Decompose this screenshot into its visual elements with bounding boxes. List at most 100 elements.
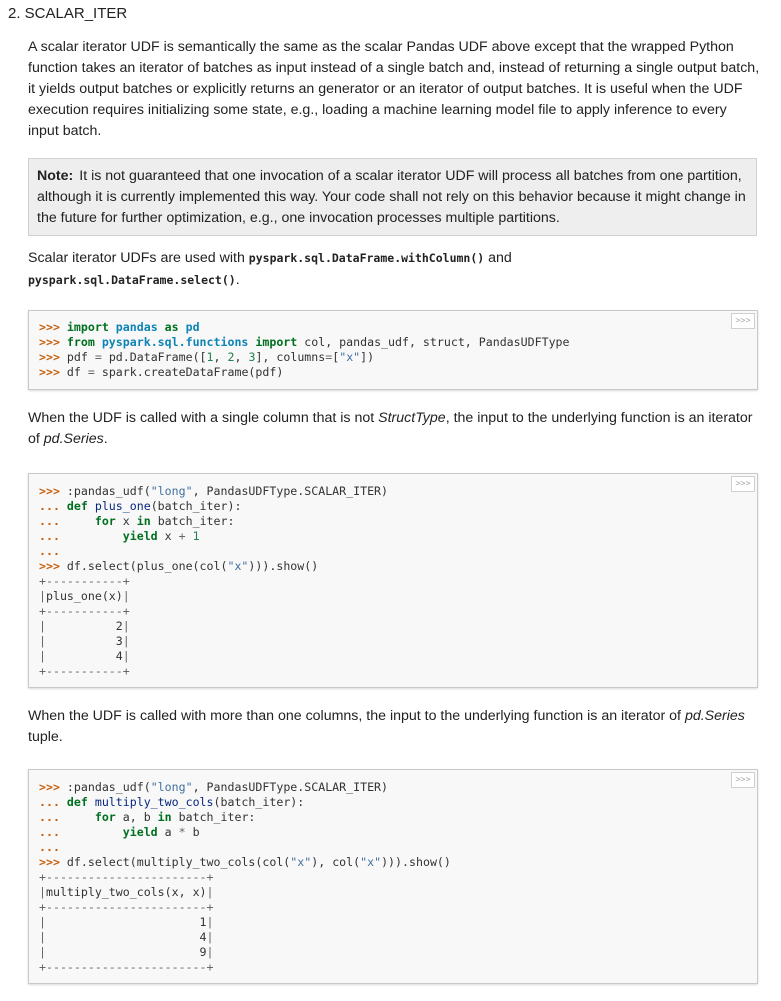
code-line: |plus_one(x)|: [39, 589, 130, 603]
code-line: ... yield a * b: [39, 825, 200, 839]
multi-column-paragraph: When the UDF is called with more than on…: [28, 706, 760, 748]
code-line: ... def plus_one(batch_iter):: [39, 499, 241, 513]
copy-prompt-button[interactable]: >>>: [731, 476, 755, 492]
single-middle: , the input to the underlying function i…: [28, 410, 753, 447]
code-token: col, pandas_udf, struct, PandasUDFType: [304, 335, 570, 349]
code-token: ...: [39, 810, 95, 824]
usage-prefix: Scalar iterator UDFs are used with: [28, 250, 245, 266]
code-token: =: [325, 350, 333, 364]
code-token: , PandasUDFType.SCALAR_ITER): [192, 484, 389, 498]
code-token: |: [39, 930, 200, 944]
code-line: >>> df.select(plus_one(col("x"))).show(): [39, 559, 318, 573]
code-line: +-----------------------+: [39, 900, 214, 914]
code-token: +-----------------------+: [39, 960, 214, 974]
withcolumn-link[interactable]: pyspark.sql.DataFrame.withColumn(): [248, 251, 485, 265]
code-token: ))).show(): [248, 559, 319, 573]
code-line: >>> import pandas as pd: [39, 320, 200, 334]
code-token: 4: [115, 649, 123, 663]
select-link[interactable]: pyspark.sql.DataFrame.select(): [28, 273, 236, 287]
code-line: >>> :pandas_udf("long", PandasUDFType.SC…: [39, 484, 388, 498]
code-token: |: [206, 915, 214, 929]
code-token: "x": [360, 855, 382, 869]
code-line: ...: [39, 544, 60, 558]
code-line: ...: [39, 840, 60, 854]
code-token: ...: [39, 795, 67, 809]
code-line: |multiply_two_cols(x, x)|: [39, 885, 214, 899]
intro-paragraph: A scalar iterator UDF is semantically th…: [28, 39, 760, 139]
code-content: >>> :pandas_udf("long", PandasUDFType.SC…: [29, 484, 757, 679]
usage-joiner: and: [488, 250, 512, 266]
code-token: |: [122, 589, 130, 603]
code-token: 1: [199, 915, 207, 929]
code-line: +-----------+: [39, 604, 130, 618]
code-token: "x": [227, 559, 249, 573]
code-line: ... def multiply_two_cols(batch_iter):: [39, 795, 304, 809]
code-token: +-----------+: [39, 574, 130, 588]
code-token: (batch_iter):: [213, 795, 305, 809]
code-token: ...: [39, 499, 67, 513]
code-token: *: [178, 825, 193, 839]
code-content: >>> import pandas as pd >>> from pyspark…: [29, 320, 757, 380]
code-line: | 9|: [39, 945, 214, 959]
section-heading: 2. SCALAR_ITER: [8, 5, 128, 22]
code-token: spark.createDataFrame(pdf): [101, 365, 284, 379]
code-token: ...: [39, 840, 60, 854]
code-token: import: [255, 335, 305, 349]
code-line: >>> df = spark.createDataFrame(pdf): [39, 365, 283, 379]
copy-prompt-button[interactable]: >>>: [731, 313, 755, 329]
code-token: as: [164, 320, 186, 334]
code-token: pdf: [66, 350, 95, 364]
code-token: >>>: [39, 320, 67, 334]
code-token: def: [66, 499, 95, 513]
code-block-setup: >>> >>> import pandas as pd >>> from pys…: [28, 310, 758, 390]
code-line: ... yield x + 1: [39, 529, 200, 543]
code-token: ,: [234, 350, 249, 364]
code-line: +-----------+: [39, 574, 130, 588]
code-token: x: [122, 514, 137, 528]
code-token: |: [206, 945, 214, 959]
code-token: b: [192, 825, 200, 839]
code-token: batch_iter:: [157, 514, 235, 528]
code-token: >>>: [39, 484, 67, 498]
code-token: pd: [185, 320, 200, 334]
code-token: in: [157, 810, 179, 824]
single-column-paragraph: When the UDF is called with a single col…: [28, 408, 760, 450]
code-token: ))).show(): [381, 855, 451, 869]
code-token: ...: [39, 529, 123, 543]
code-token: >>>: [39, 559, 67, 573]
code-line: ... for a, b in batch_iter:: [39, 810, 255, 824]
code-token: pd.DataFrame([: [108, 350, 207, 364]
usage-paragraph: Scalar iterator UDFs are used with pyspa…: [28, 247, 760, 291]
code-token: pandas: [115, 320, 165, 334]
code-token: multiply_two_cols(x, x): [45, 885, 207, 899]
single-suffix: .: [103, 431, 108, 447]
code-token: |: [39, 649, 116, 663]
code-token: plus_one(x): [45, 589, 123, 603]
note-text: It is not guaranteed that one invocation…: [37, 168, 746, 226]
code-token: |: [39, 945, 200, 959]
copy-prompt-button[interactable]: >>>: [731, 772, 755, 788]
multi-prefix: When the UDF is called with more than on…: [28, 708, 681, 724]
code-token: df.select(multiply_two_cols(col(: [66, 855, 291, 869]
code-token: +-----------------------+: [39, 870, 214, 884]
code-token: , PandasUDFType.SCALAR_ITER): [192, 780, 389, 794]
code-token: 9: [199, 945, 207, 959]
code-token: 2: [115, 619, 123, 633]
code-token: a: [164, 825, 179, 839]
code-token: |: [39, 634, 116, 648]
code-block-plus-one: >>> >>> :pandas_udf("long", PandasUDFTyp…: [28, 473, 758, 688]
code-token: :pandas_udf(: [66, 484, 151, 498]
code-token: "x": [339, 350, 361, 364]
code-token: |: [39, 885, 46, 899]
code-token: for: [94, 514, 123, 528]
code-token: ], columns: [255, 350, 326, 364]
code-token: plus_one: [94, 499, 151, 513]
code-line: | 3|: [39, 634, 130, 648]
code-token: yield: [122, 529, 165, 543]
code-token: multiply_two_cols: [94, 795, 214, 809]
code-line: | 1|: [39, 915, 214, 929]
code-token: >>>: [39, 780, 67, 794]
code-token: def: [66, 795, 95, 809]
code-token: for: [94, 810, 123, 824]
code-token: ]): [360, 350, 375, 364]
